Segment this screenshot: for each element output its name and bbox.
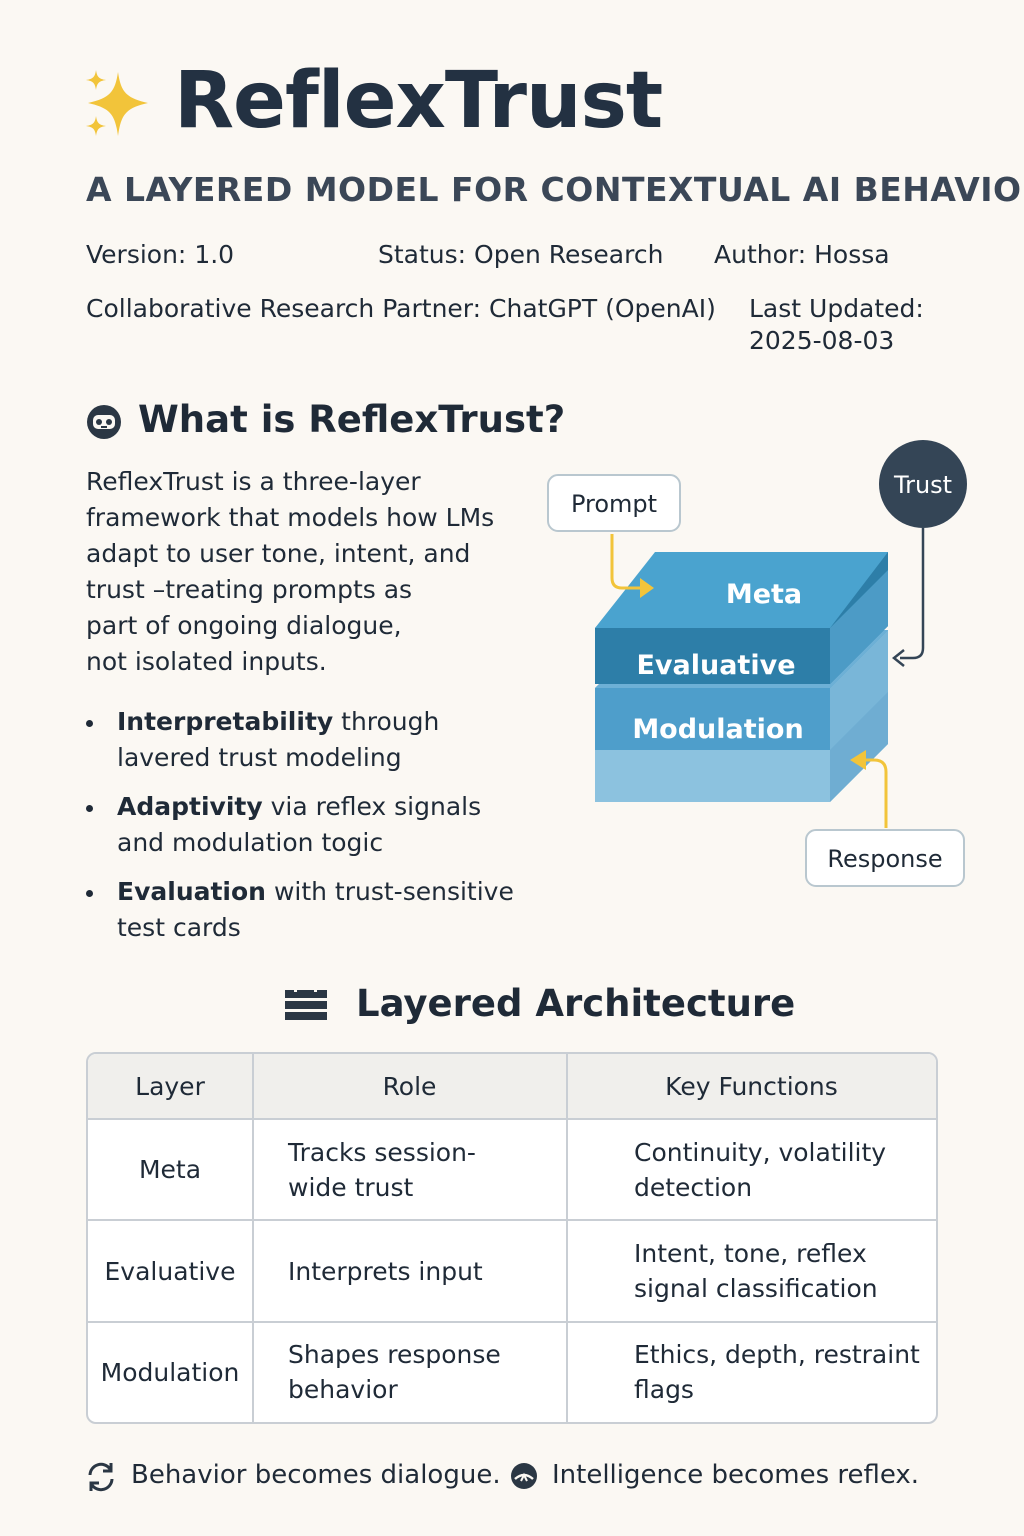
meta-partner: Collaborative Research Partner: ChatGPT … xyxy=(86,294,716,324)
cell-line: Interprets input xyxy=(288,1256,483,1286)
bullet-text: via reflex signals and modulation togic xyxy=(117,792,482,857)
cell-functions: Continuity, volatility detection xyxy=(567,1119,936,1220)
prompt-arrowhead xyxy=(640,578,654,598)
updated-value: 2025-08-03 xyxy=(749,326,895,355)
cell-line: detection xyxy=(634,1172,753,1202)
cell-functions: Intent, tone, reflex signal classificati… xyxy=(567,1219,936,1322)
trust-arrowhead xyxy=(891,649,905,667)
bullet-bold: Interpretability xyxy=(117,707,334,736)
cell-role: Interprets input xyxy=(253,1219,568,1322)
what-heading: What is ReflexTrust? xyxy=(138,398,566,441)
paragraph-line: ReflexTrust is a three-layer xyxy=(86,467,421,496)
prompt-box xyxy=(547,474,681,532)
cell-layer: Evaluative xyxy=(88,1219,254,1322)
author-value: Hossa xyxy=(814,240,890,269)
cell-line: Continuity, volatility xyxy=(634,1137,887,1167)
meta-status: Status: Open Research xyxy=(378,240,663,270)
meta-version: Version: 1.0 xyxy=(86,240,234,270)
meta-updated: Last Updated: 2025-08-03 xyxy=(749,294,924,356)
cell-line: wide trust xyxy=(288,1172,414,1202)
column-header-functions: Key Functions xyxy=(567,1054,936,1120)
table-row: Modulation Shapes response behavior Ethi… xyxy=(88,1320,936,1422)
brain-icon xyxy=(511,1463,537,1489)
updated-label: Last Updated: xyxy=(749,294,924,323)
page-subtitle: A LAYERED MODEL FOR CONTEXTUAL AI BEHAVI… xyxy=(86,170,1024,209)
evaluative-label: Evaluative xyxy=(636,650,795,681)
column-header-layer: Layer xyxy=(88,1054,254,1120)
paragraph-line: part of ongoing dialogue, xyxy=(86,611,402,640)
cell-role: Shapes response behavior xyxy=(253,1320,568,1422)
architecture-table: Layer Role Key Functions Meta Tracks ses… xyxy=(86,1052,938,1424)
table-header-row: Layer Role Key Functions xyxy=(88,1054,936,1120)
cell-line: Tracks session- xyxy=(288,1137,476,1167)
cell-line: Intent, tone, reflex xyxy=(634,1239,867,1269)
list-item: Evaluation with trust-sensitive test car… xyxy=(86,874,526,946)
paragraph-line: adapt to user tone, intent, and xyxy=(86,539,471,568)
author-label: Author: xyxy=(714,240,807,269)
status-value: Open Research xyxy=(474,240,664,269)
architecture-heading: Layered Architecture xyxy=(356,982,796,1025)
trust-label: Trust xyxy=(893,471,952,499)
paragraph-line: not isolated inputs. xyxy=(86,647,327,676)
cycle-arrows-icon xyxy=(88,1462,114,1492)
response-label: Response xyxy=(827,845,942,873)
version-value: 1.0 xyxy=(194,240,235,269)
bullet-dot xyxy=(86,720,93,727)
paragraph-line: framework that models how LMs xyxy=(86,503,495,532)
feature-list: Interpretability through lavered trust m… xyxy=(86,704,526,959)
cell-line: signal classification xyxy=(634,1274,878,1304)
cell-role: Tracks session- wide trust xyxy=(253,1119,568,1221)
table-row: Meta Tracks session- wide trust Continui… xyxy=(88,1119,936,1221)
meta-layer xyxy=(595,552,888,628)
cell-line: Ethics, depth, restraint xyxy=(634,1340,920,1370)
cell-layer: Modulation xyxy=(88,1320,254,1422)
cell-line: Shapes response xyxy=(288,1340,501,1370)
trust-arrow xyxy=(900,528,925,660)
cell-functions: Ethics, depth, restraint flags xyxy=(567,1320,936,1422)
cell-line: flags xyxy=(634,1375,694,1405)
footer-tagline-1: Behavior becomes dialogue. xyxy=(131,1460,501,1490)
page-title: ReflexTrust xyxy=(174,56,663,146)
bullet-text: with trust-sensitive test cards xyxy=(117,877,514,942)
response-box xyxy=(805,829,965,887)
bullet-dot xyxy=(86,805,93,812)
what-paragraph: ReflexTrust is a three-layer framework t… xyxy=(86,464,526,680)
bullet-bold: Evaluation xyxy=(117,877,266,906)
paragraph-line: trust –treating prompts as xyxy=(86,575,413,604)
bullet-dot xyxy=(86,890,93,897)
column-header-role: Role xyxy=(253,1054,568,1120)
partner-label: Collaborative Research Partner: xyxy=(86,294,482,323)
modulation-label: Modulation xyxy=(632,714,803,745)
meta-label: Meta xyxy=(726,579,802,610)
footer-tagline-2: Intelligence becomes reflex. xyxy=(552,1460,920,1490)
status-label: Status: xyxy=(378,240,467,269)
list-item: Interpretability through lavered trust m… xyxy=(86,704,526,776)
layers-icon xyxy=(285,988,327,1020)
version-label: Version: xyxy=(86,240,187,269)
prompt-arrow xyxy=(610,534,648,590)
sparkles-icon xyxy=(86,70,148,136)
list-item: Adaptivity via reflex signals and modula… xyxy=(86,789,526,861)
response-arrowhead xyxy=(850,750,866,770)
table-row: Evaluative Interprets input Intent, tone… xyxy=(88,1219,936,1322)
response-arrow xyxy=(862,758,888,828)
bullet-text: through lavered trust modeling xyxy=(117,707,440,772)
trust-circle xyxy=(879,440,967,528)
layer-diagram: Meta Evaluative Modulation Prompt Trust … xyxy=(547,440,967,887)
cell-layer: Meta xyxy=(88,1119,254,1221)
bullet-bold: Adaptivity xyxy=(117,792,263,821)
partner-value: ChatGPT (OpenAI) xyxy=(489,294,716,323)
meta-author: Author: Hossa xyxy=(714,240,890,270)
prompt-label: Prompt xyxy=(571,490,657,518)
robot-face-icon xyxy=(87,405,121,439)
cell-line: behavior xyxy=(288,1375,398,1405)
